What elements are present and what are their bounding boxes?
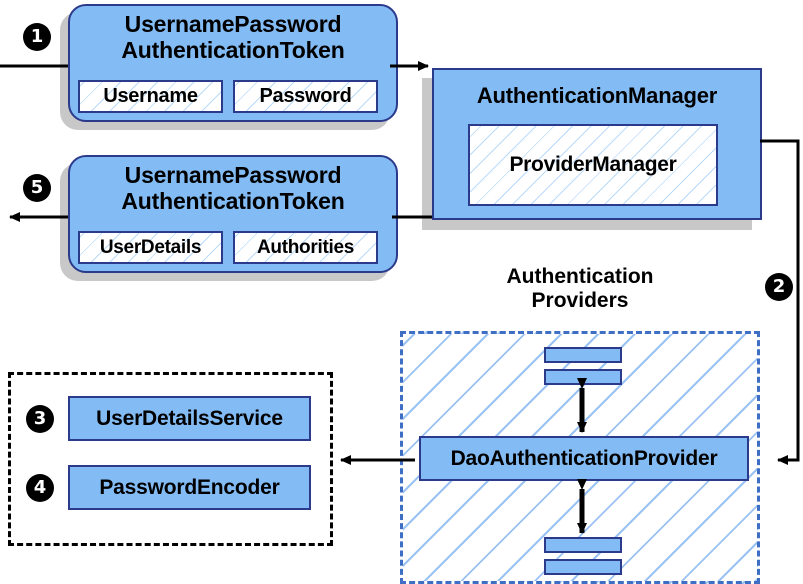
authentication-providers-title: Authentication Providers	[470, 265, 690, 313]
request-token-field-username[interactable]: Username	[78, 80, 223, 113]
marker-5: 5	[23, 174, 51, 202]
response-token-field-userdetails-label: UserDetails	[99, 236, 202, 258]
marker-5-label: 5	[30, 177, 44, 198]
request-token-title-line1: UsernamePassword	[124, 11, 342, 37]
provider-manager-label: ProviderManager	[509, 153, 677, 176]
authentication-manager-title: AuthenticationManager	[476, 83, 718, 108]
password-encoder-label: PasswordEncoder	[99, 475, 280, 499]
user-details-service-label: UserDetailsService	[96, 406, 283, 430]
response-token-title-line1: UsernamePassword	[124, 162, 342, 188]
request-token-field-username-label: Username	[103, 85, 198, 107]
user-details-service-box[interactable]: UserDetailsService	[68, 396, 311, 441]
request-token-field-password[interactable]: Password	[233, 80, 378, 113]
marker-3-label: 3	[33, 408, 47, 429]
request-token-field-password-label: Password	[259, 85, 352, 107]
dao-authentication-provider-box[interactable]: DaoAuthenticationProvider	[419, 436, 749, 481]
dao-authentication-provider-label: DaoAuthenticationProvider	[450, 446, 718, 470]
marker-4: 4	[26, 474, 54, 502]
provider-bar-bottom-2[interactable]	[544, 559, 622, 575]
response-token-field-authorities[interactable]: Authorities	[233, 231, 378, 264]
provider-bar-bottom-1[interactable]	[544, 537, 622, 553]
request-token-title-line2: AuthenticationToken	[121, 36, 345, 63]
marker-2-label: 2	[772, 276, 786, 297]
response-token-field-userdetails[interactable]: UserDetails	[78, 231, 223, 264]
marker-1-label: 1	[30, 26, 44, 47]
authentication-providers-title-line1: Authentication	[506, 265, 654, 288]
provider-bar-top-2[interactable]	[544, 369, 622, 385]
marker-2: 2	[765, 273, 793, 301]
response-token-field-authorities-label: Authorities	[257, 236, 354, 258]
provider-manager-box[interactable]: ProviderManager	[468, 124, 718, 206]
marker-3: 3	[26, 405, 54, 433]
response-token-title-line2: AuthenticationToken	[121, 187, 345, 214]
request-token-title: UsernamePassword AuthenticationToken	[121, 11, 345, 64]
marker-4-label: 4	[33, 477, 47, 498]
marker-1: 1	[23, 23, 51, 51]
provider-bar-top-1[interactable]	[544, 347, 622, 363]
authentication-providers-title-line2: Providers	[531, 289, 629, 313]
response-token-title: UsernamePassword AuthenticationToken	[121, 162, 345, 215]
password-encoder-box[interactable]: PasswordEncoder	[68, 465, 311, 510]
